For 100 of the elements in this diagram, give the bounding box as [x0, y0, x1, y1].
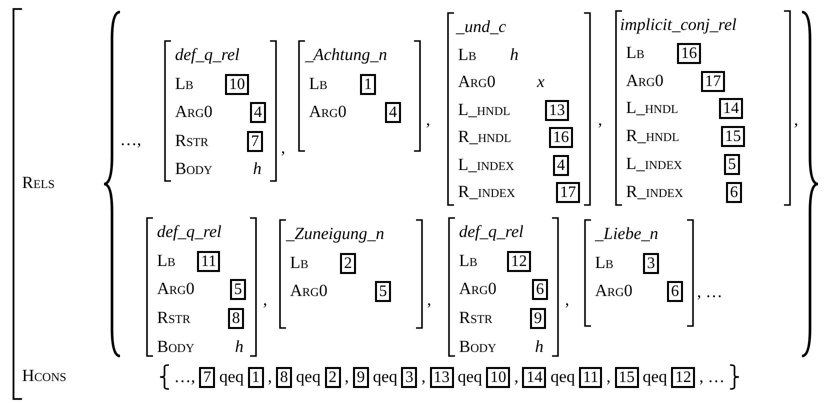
- feature-name: Arg0: [309, 101, 346, 123]
- feature-name: R_hndl: [458, 126, 512, 148]
- type-name: _und_c: [456, 16, 506, 38]
- feature-name: R_index: [458, 181, 516, 203]
- coreference-tag: 1: [248, 366, 264, 388]
- feature-name: L_index: [626, 153, 682, 175]
- coreference-tag: 5: [724, 154, 740, 175]
- coreference-tag: 3: [401, 366, 418, 388]
- coreference-tag: 9: [530, 308, 546, 330]
- coreference-tag: 3: [643, 252, 659, 274]
- relation-word: qeq: [219, 366, 244, 388]
- coreference-tag: 13: [430, 366, 454, 388]
- separator: ,: [263, 289, 268, 311]
- coreference-tag: 6: [532, 279, 548, 300]
- relation-word: qeq: [642, 366, 668, 388]
- coreference-tag: 16: [549, 127, 573, 148]
- relation-word: qeq: [458, 366, 482, 388]
- attribute-value-matrix: [163, 40, 278, 182]
- feature-name: Rstr: [157, 307, 190, 330]
- type-name: _Liebe_n: [595, 223, 658, 245]
- separator: ,: [565, 289, 570, 311]
- coreference-tag: 7: [199, 366, 216, 388]
- feature-name: R_hndl: [626, 125, 680, 148]
- feature-name: Arg0: [290, 280, 328, 302]
- separator: …,: [174, 366, 196, 388]
- coreference-tag: 5: [230, 279, 246, 300]
- separator: ,: [421, 366, 426, 388]
- separator: ,: [426, 109, 430, 131]
- feature-name: Lb: [309, 72, 328, 94]
- feature-name: Arg0: [626, 70, 664, 92]
- attribute-value-matrix: [145, 217, 258, 357]
- feature-name: Lb: [458, 44, 476, 66]
- coreference-tag: 14: [719, 98, 743, 120]
- feature-name: Rels: [22, 172, 55, 194]
- coreference-tag: 6: [667, 281, 683, 302]
- separator: ,: [344, 366, 349, 388]
- feature-name: R_index: [626, 180, 684, 203]
- attribute-value-matrix: [447, 217, 560, 357]
- type-name: _Zuneigung_n: [286, 223, 384, 245]
- coreference-tag: 15: [614, 366, 639, 388]
- feature-name: Body: [157, 336, 194, 358]
- attribute-value-matrix: [278, 219, 424, 329]
- coreference-tag: 11: [197, 250, 220, 272]
- type-name: _Achtung_n: [305, 44, 388, 66]
- feature-name: Lb: [157, 250, 176, 272]
- feature-name: Lb: [175, 72, 194, 94]
- separator: ,: [514, 366, 518, 388]
- relation-word: qeq: [372, 366, 398, 388]
- coreference-tag: 5: [375, 281, 391, 302]
- feature-name: Body: [459, 336, 496, 358]
- coreference-tag: 17: [556, 182, 580, 203]
- type-name: def_q_rel: [175, 44, 240, 66]
- feature-name: Body: [175, 158, 212, 180]
- feature-name: Rstr: [175, 130, 208, 152]
- coreference-tag: 17: [701, 70, 725, 92]
- attribute-value-matrix: [297, 40, 422, 152]
- coreference-tag: 6: [726, 182, 742, 203]
- type-name: def_q_rel: [459, 221, 524, 243]
- feature-name: Hcons: [22, 365, 66, 387]
- relation-word: qeq: [296, 366, 321, 388]
- coreference-tag: 12: [671, 366, 696, 388]
- coreference-tag: 8: [228, 308, 244, 330]
- feature-name: L_hndl: [626, 97, 678, 120]
- feature-value: h: [510, 44, 518, 66]
- feature-name: L_hndl: [458, 98, 510, 120]
- feature-name: Arg0: [157, 278, 194, 300]
- feature-name: Arg0: [459, 278, 496, 300]
- coreference-tag: 7: [247, 130, 263, 152]
- separator: ,: [598, 109, 602, 131]
- attribute-value-matrix: [583, 219, 695, 327]
- coreference-tag: 13: [545, 100, 569, 120]
- coreference-tag: 4: [250, 102, 266, 123]
- feature-name: Arg0: [458, 71, 496, 93]
- coreference-tag: 10: [486, 366, 510, 388]
- separator: …,: [120, 129, 142, 151]
- coreference-tag: 10: [225, 74, 249, 94]
- feature-name: Arg0: [595, 280, 632, 302]
- feature-name: Lb: [595, 252, 614, 274]
- attribute-value-matrix: [614, 10, 792, 206]
- coreference-tag: 4: [385, 102, 401, 123]
- coreference-tag: 12: [507, 250, 531, 272]
- coreference-tag: 2: [340, 252, 356, 274]
- coreference-tag: 11: [578, 366, 602, 388]
- feature-name: L_index: [458, 154, 514, 176]
- coreference-tag: 14: [522, 366, 546, 388]
- coreference-tag: 2: [324, 366, 341, 388]
- relation-word: qeq: [550, 366, 575, 388]
- attribute-value-matrix: [446, 12, 592, 206]
- coreference-tag: 15: [721, 126, 745, 148]
- feature-name: Lb: [459, 250, 478, 272]
- type-name: def_q_rel: [157, 221, 222, 243]
- separator: ,: [427, 289, 432, 311]
- feature-name: Arg0: [175, 101, 212, 123]
- coreference-tag: 8: [276, 366, 292, 388]
- feature-name: Lb: [290, 252, 308, 274]
- feature-name: Lb: [626, 42, 644, 64]
- separator: ,: [281, 137, 286, 159]
- coreference-tag: 9: [352, 366, 369, 388]
- separator: , …: [699, 366, 725, 388]
- separator: ,: [268, 366, 272, 388]
